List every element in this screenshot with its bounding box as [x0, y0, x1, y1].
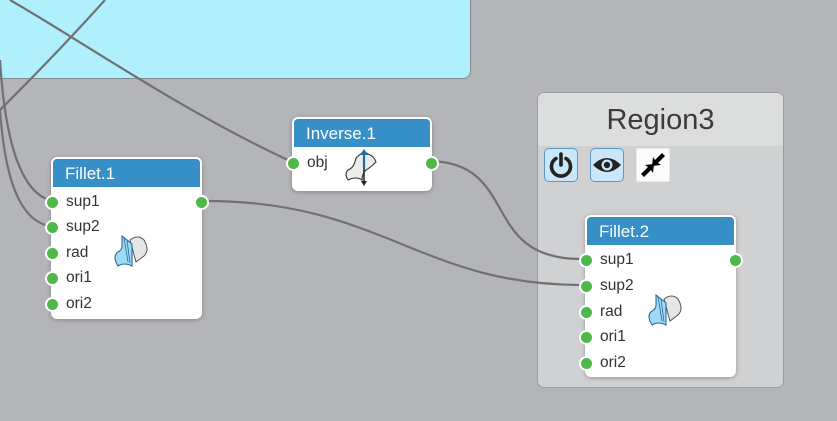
- node-fillet-2[interactable]: Fillet.2 sup1 sup2 rad ori1 ori2: [579, 215, 743, 377]
- region-cyan[interactable]: [0, 0, 471, 79]
- region-title-bar: Region3: [538, 93, 783, 146]
- input-port-sup2[interactable]: [579, 279, 594, 294]
- output-port[interactable]: [194, 195, 209, 210]
- input-port-sup2[interactable]: [45, 220, 60, 235]
- wire: [431, 159, 582, 261]
- wire: [0, 59, 50, 202]
- port-label: ori1: [600, 328, 626, 345]
- wire: [0, 0, 106, 112]
- output-port[interactable]: [424, 156, 439, 171]
- port-label: obj: [307, 154, 328, 171]
- port-label: sup1: [66, 193, 100, 210]
- input-port-obj[interactable]: [286, 156, 301, 171]
- port-label: sup1: [600, 251, 634, 268]
- input-port-ori1[interactable]: [45, 271, 60, 286]
- port-label: sup2: [600, 277, 634, 294]
- collapse-icon: [641, 153, 665, 177]
- port-label: ori2: [600, 354, 626, 371]
- input-port-rad[interactable]: [579, 305, 594, 320]
- input-port-sup1[interactable]: [579, 253, 594, 268]
- input-port-ori2[interactable]: [45, 297, 60, 312]
- input-port-ori1[interactable]: [579, 330, 594, 345]
- fillet-icon: [114, 234, 148, 267]
- node-fillet-1[interactable]: Fillet.1 sup1 sup2 rad ori1 ori2: [45, 157, 209, 319]
- fillet-icon: [648, 293, 682, 326]
- visibility-button[interactable]: [590, 148, 624, 182]
- input-port-sup1[interactable]: [45, 195, 60, 210]
- input-port-ori2[interactable]: [579, 356, 594, 371]
- region-title: Region3: [606, 104, 715, 136]
- wire: [9, 0, 291, 162]
- power-icon: [549, 152, 573, 178]
- input-port-rad[interactable]: [45, 246, 60, 261]
- node-title: Inverse.1: [294, 119, 430, 147]
- wire: [202, 199, 582, 287]
- inverse-icon: [345, 149, 377, 186]
- power-button[interactable]: [544, 148, 578, 182]
- node-title: Fillet.1: [53, 159, 200, 187]
- port-label: rad: [600, 303, 623, 320]
- port-label: ori2: [66, 295, 92, 312]
- eye-icon: [593, 158, 621, 172]
- port-label: sup2: [66, 218, 100, 235]
- collapse-button[interactable]: [636, 148, 670, 182]
- node-inverse-1[interactable]: Inverse.1 obj: [286, 117, 439, 191]
- port-label: rad: [66, 244, 89, 261]
- port-label: ori1: [66, 269, 92, 286]
- output-port[interactable]: [728, 253, 743, 268]
- node-title: Fillet.2: [587, 217, 734, 245]
- wire: [0, 109, 50, 228]
